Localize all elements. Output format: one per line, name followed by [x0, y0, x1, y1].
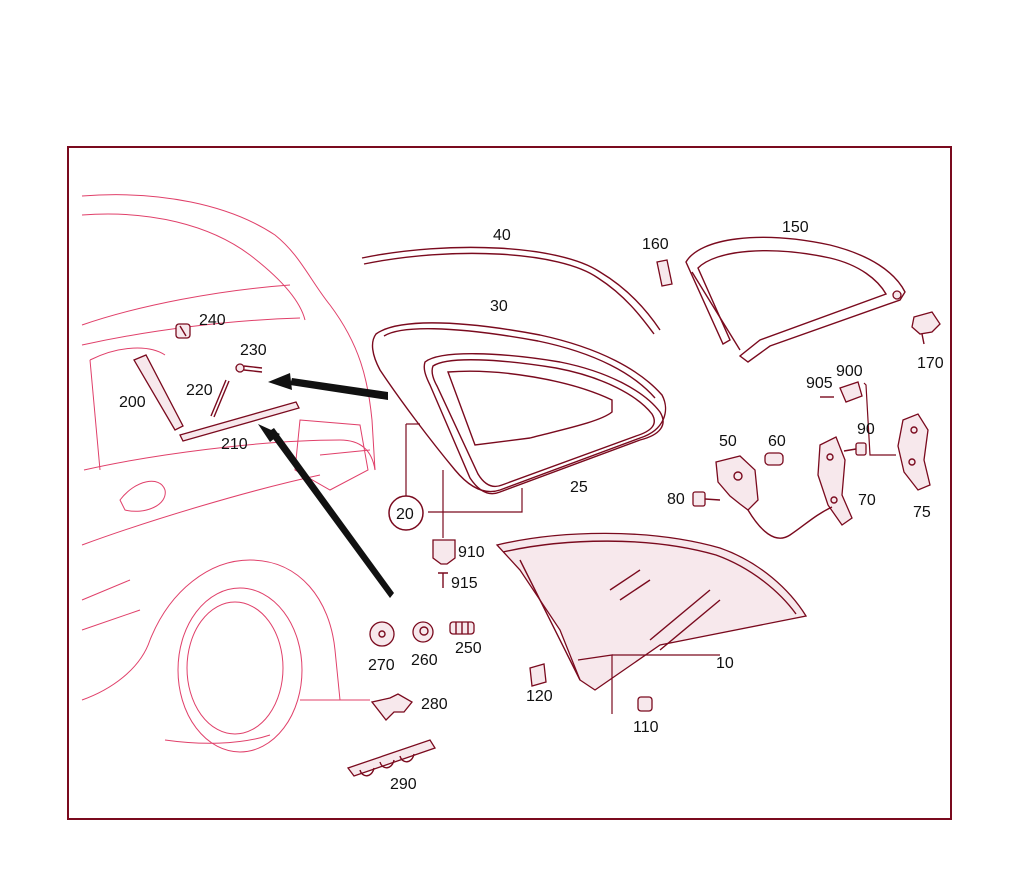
part-170-bracket: [911, 311, 941, 345]
part-200-strip: [133, 354, 184, 431]
part-220-rod: [210, 379, 230, 418]
part-900-block: [839, 381, 863, 403]
label-900: 900: [836, 363, 863, 380]
label-260: 260: [411, 652, 438, 669]
label-250: 250: [455, 640, 482, 657]
label-270: 270: [368, 657, 395, 674]
part-250-screw: [449, 621, 475, 635]
part-10-window-glass: [495, 532, 808, 691]
part-120-plug: [529, 663, 547, 687]
label-30: 30: [490, 298, 508, 315]
part-290-rail: [346, 739, 436, 777]
leader-lines: [405, 382, 896, 714]
label-210: 210: [221, 436, 248, 453]
label-240: 240: [199, 312, 226, 329]
label-110: 110: [633, 719, 659, 736]
callout-circle-20: [388, 495, 424, 531]
part-150-guide-rail: [685, 236, 906, 363]
part-30-seal: [371, 322, 667, 493]
part-270-washer: [369, 621, 395, 647]
label-170: 170: [917, 355, 944, 372]
part-910-clip: [432, 539, 456, 565]
part-210-trim-bar: [179, 401, 300, 442]
label-60: 60: [768, 433, 786, 450]
label-160: 160: [642, 236, 669, 253]
label-75: 75: [913, 504, 931, 521]
label-40: 40: [493, 227, 511, 244]
label-50: 50: [719, 433, 737, 450]
label-910: 910: [458, 544, 485, 561]
part-280-clip: [370, 693, 413, 721]
part-75-regulator: [897, 413, 931, 491]
label-150: 150: [782, 219, 809, 236]
part-260-nut: [412, 621, 434, 643]
label-120: 120: [526, 688, 553, 705]
part-110-screw: [637, 696, 653, 712]
part-240-screw: [175, 323, 191, 339]
label-230: 230: [240, 342, 267, 359]
label-20: 20: [396, 506, 414, 523]
part-160-slider: [656, 259, 673, 287]
label-290: 290: [390, 776, 417, 793]
car-body-outline: [81, 194, 376, 753]
diagram-frame: [67, 146, 952, 820]
part-915-screw: [438, 572, 448, 588]
arrows: [258, 373, 394, 598]
label-220: 220: [186, 382, 213, 399]
label-25: 25: [570, 479, 588, 496]
label-905: 905: [806, 375, 833, 392]
label-10: 10: [716, 655, 734, 672]
part-230-screw: [235, 363, 263, 373]
label-280: 280: [421, 696, 448, 713]
label-90: 90: [857, 421, 875, 438]
part-70-regulator: [817, 436, 853, 526]
label-80: 80: [667, 491, 685, 508]
label-200: 200: [119, 394, 146, 411]
part-40-strip: [361, 246, 661, 335]
part-80-screw: [692, 491, 721, 507]
part-60-sensor: [764, 452, 784, 466]
label-915: 915: [451, 575, 478, 592]
part-90-screw: [843, 442, 867, 456]
part-50-motor: [715, 455, 833, 539]
label-70: 70: [858, 492, 876, 509]
part-25-window-frame: [423, 353, 664, 495]
